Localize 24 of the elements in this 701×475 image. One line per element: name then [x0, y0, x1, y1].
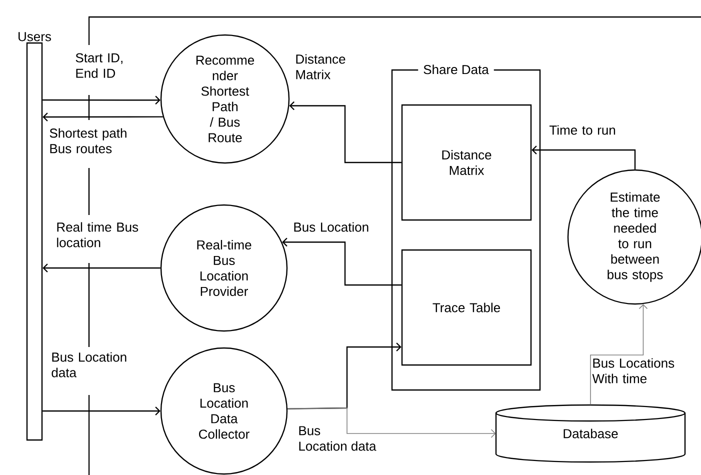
data-store-box: Distance Matrix [401, 104, 532, 221]
edge-label: Time to run [550, 125, 616, 135]
edge-label: Bus Location [294, 222, 368, 232]
arrow [289, 101, 402, 164]
arrow [42, 406, 160, 416]
arrow [287, 408, 496, 438]
arrow [282, 238, 402, 286]
arrow [42, 96, 160, 105]
users-bar: Users [18, 32, 51, 441]
arrow [532, 146, 636, 170]
node-label: Database [564, 428, 618, 438]
arrow [42, 264, 160, 272]
data-store-box: Trace Table [401, 249, 532, 366]
edge-label: Real time Bus location [57, 222, 138, 248]
edge-label: Shortest path Bus routes [50, 128, 126, 154]
arrow [590, 304, 648, 406]
edge-label: Start ID, End ID [76, 53, 122, 78]
edge-label: Bus Locations With time [592, 358, 674, 384]
database-cylinder: Database [495, 404, 686, 463]
edge-label: Distance Matrix [296, 54, 346, 80]
arrow [42, 112, 163, 122]
edge-label: Bus Location data [299, 426, 376, 451]
edge-label: Bus Location data [52, 352, 126, 378]
node-label: Users [18, 32, 52, 42]
